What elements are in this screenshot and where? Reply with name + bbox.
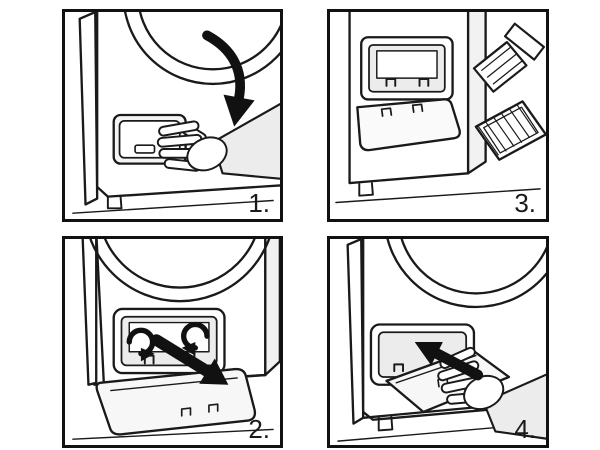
illustration-open-flap	[72, 12, 280, 214]
panel-step-3: 3.	[327, 9, 549, 222]
brush-icon	[472, 22, 545, 93]
illustration-remove-condenser	[335, 12, 546, 204]
step-number: 4.	[514, 414, 536, 444]
press-arrow-icon	[202, 30, 255, 127]
hand	[156, 120, 228, 172]
pull-arrow-icon	[150, 334, 229, 385]
illustration-refit-cover	[337, 239, 546, 442]
unlock-arrow-left-icon	[126, 327, 156, 362]
panel-step-1: 1.	[62, 9, 283, 222]
condenser-filter-icon	[474, 100, 546, 161]
panel-step-2: 2.	[62, 236, 283, 448]
removed-cover	[356, 98, 461, 152]
sleeve	[482, 373, 546, 440]
step-number: 2.	[248, 414, 270, 444]
step-number: 3.	[514, 188, 536, 218]
service-opening	[360, 36, 454, 101]
panel-step-4: 4.	[327, 236, 549, 448]
machine-body	[72, 12, 280, 214]
unlock-arrow-right-icon	[181, 321, 210, 356]
insert-arrow-icon	[414, 342, 484, 381]
step-number: 1.	[248, 188, 270, 218]
illustration-pull-cover	[72, 239, 280, 440]
